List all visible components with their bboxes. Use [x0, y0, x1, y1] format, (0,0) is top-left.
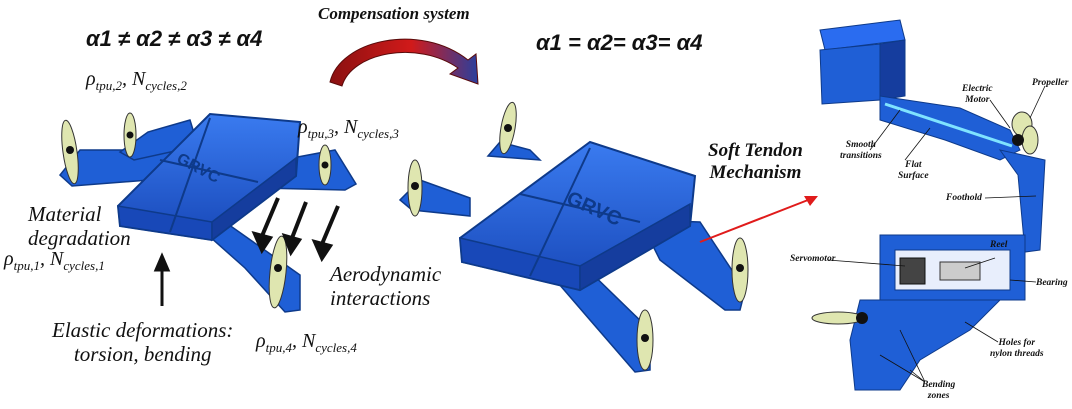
mechanism-pointer-arrow	[699, 196, 818, 243]
label-holes: Holes for nylon threads	[990, 338, 1044, 359]
label-flat-surface: Flat Surface	[898, 160, 929, 181]
elastic-arrow	[153, 252, 171, 306]
right-drone	[398, 101, 749, 373]
arm-label-4: ρtpu,4, Ncycles,4	[256, 330, 357, 355]
left-equation: α1 ≠ α2 ≠ α3 ≠ α4	[86, 26, 263, 51]
label-propeller: Propeller	[1032, 78, 1069, 88]
label-servomotor: Servomotor	[790, 254, 836, 264]
arm-label-1: ρtpu,1, Ncycles,1	[4, 248, 105, 273]
aerodynamic-label: Aerodynamic interactions	[330, 262, 442, 310]
left-drone	[58, 112, 358, 313]
leader-lines	[827, 85, 1046, 383]
elastic-deformations-label: Elastic deformations: torsion, bending	[52, 318, 234, 366]
arm-label-3: ρtpu,3, Ncycles,3	[298, 116, 399, 141]
detail-bottom-arm	[811, 234, 1026, 391]
detail-top-arm	[819, 19, 1046, 253]
label-smooth-transitions: Smooth transitions	[840, 140, 882, 161]
compensation-title: Compensation system	[318, 4, 470, 23]
compensation-arrow	[329, 38, 479, 87]
label-bending-zones: Bending zones	[922, 380, 956, 401]
material-degradation-label: Material degradation	[28, 202, 131, 250]
label-bearing: Bearing	[1036, 278, 1068, 288]
arm-label-2: ρtpu,2, Ncycles,2	[86, 68, 187, 93]
label-foothold: Foothold	[946, 193, 982, 203]
label-reel: Reel	[990, 240, 1008, 250]
label-electric-motor: Electric Motor	[962, 84, 993, 105]
aero-arrows	[251, 197, 340, 263]
right-equation: α1 = α2= α3= α4	[536, 30, 703, 55]
soft-tendon-title: Soft Tendon Mechanism	[708, 140, 803, 183]
